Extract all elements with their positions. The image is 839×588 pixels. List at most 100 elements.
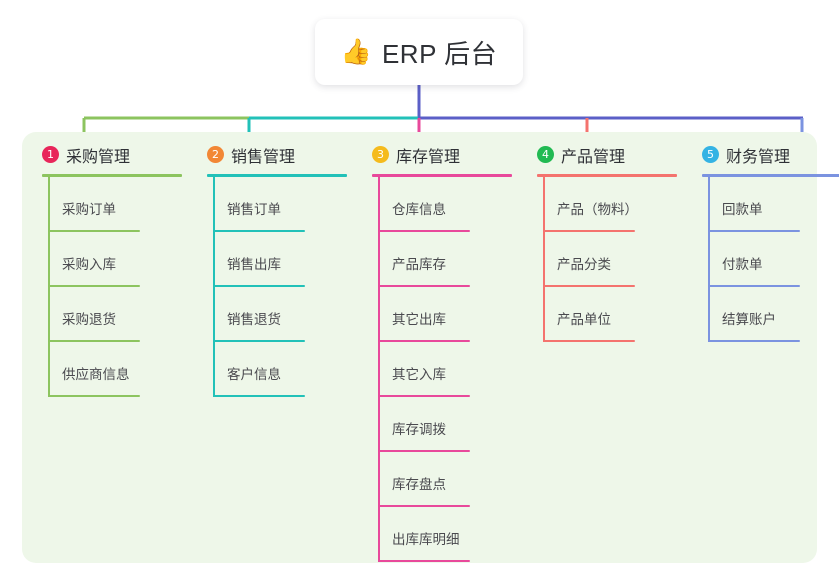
- leaf-item[interactable]: 供应商信息: [48, 342, 187, 397]
- column-header-rule-finance: [702, 174, 839, 177]
- leaf-rule: [213, 340, 305, 342]
- leaf-rule: [48, 395, 140, 397]
- leaf-item[interactable]: 采购退货: [48, 287, 187, 342]
- leaf-rule: [708, 230, 800, 232]
- leaf-item[interactable]: 仓库信息: [378, 177, 517, 232]
- leaf-label: 产品单位: [557, 311, 611, 327]
- leaf-list-sales: 销售订单销售出库销售退货客户信息: [203, 177, 352, 397]
- leaf-list-finance: 回款单付款单结算账户: [698, 177, 839, 342]
- column-badge-purchase: 1: [42, 146, 59, 163]
- leaf-rule: [213, 285, 305, 287]
- leaf-rule: [378, 230, 470, 232]
- column-header-rule-inventory: [372, 174, 512, 177]
- leaf-item[interactable]: 产品分类: [543, 232, 682, 287]
- leaf-list-purchase: 采购订单采购入库采购退货供应商信息: [38, 177, 187, 397]
- leaf-rule: [543, 285, 635, 287]
- leaf-spine-inventory: [378, 177, 380, 562]
- column-badge-sales: 2: [207, 146, 224, 163]
- column-title-finance: 财务管理: [726, 148, 791, 166]
- leaf-item[interactable]: 库存盘点: [378, 452, 517, 507]
- column-product: 4 产品管理产品（物料） 产品分类产品单位: [517, 132, 682, 563]
- leaf-label: 销售出库: [227, 256, 281, 272]
- column-title-inventory: 库存管理: [396, 148, 461, 166]
- column-title-purchase: 采购管理: [66, 148, 131, 166]
- leaf-label: 回款单: [722, 201, 763, 217]
- leaf-label: 产品库存: [392, 256, 446, 272]
- root-node[interactable]: 👍 ERP 后台: [315, 19, 523, 85]
- leaf-label: 采购退货: [62, 311, 116, 327]
- leaf-label: 其它出库: [392, 311, 446, 327]
- leaf-item[interactable]: 产品（物料）: [543, 177, 682, 232]
- leaf-rule: [48, 230, 140, 232]
- leaf-list-product: 产品（物料） 产品分类产品单位: [533, 177, 682, 342]
- column-finance: 5 财务管理回款单付款单结算账户: [682, 132, 839, 563]
- leaf-rule: [543, 340, 635, 342]
- leaf-item[interactable]: 库存调拨: [378, 397, 517, 452]
- leaf-rule: [378, 340, 470, 342]
- column-badge-finance: 5: [702, 146, 719, 163]
- leaf-label: 产品分类: [557, 256, 611, 272]
- leaf-rule: [543, 230, 635, 232]
- thumbs-up-icon: 👍: [340, 37, 372, 66]
- leaf-item[interactable]: 采购入库: [48, 232, 187, 287]
- leaf-spine-sales: [213, 177, 215, 397]
- leaf-label: 库存盘点: [392, 476, 446, 492]
- column-title-product: 产品管理: [561, 148, 626, 166]
- leaf-label: 销售退货: [227, 311, 281, 327]
- leaf-label: 库存调拨: [392, 421, 446, 437]
- column-header-finance[interactable]: 5 财务管理: [698, 132, 839, 177]
- leaf-label: 采购入库: [62, 256, 116, 272]
- leaf-rule: [708, 285, 800, 287]
- leaf-item[interactable]: 出库库明细: [378, 507, 517, 562]
- leaf-rule: [378, 395, 470, 397]
- column-header-rule-purchase: [42, 174, 182, 177]
- column-header-inventory[interactable]: 3 库存管理: [368, 132, 517, 177]
- leaf-item[interactable]: 回款单: [708, 177, 839, 232]
- column-header-purchase[interactable]: 1 采购管理: [38, 132, 187, 177]
- leaf-label: 采购订单: [62, 201, 116, 217]
- leaf-rule: [213, 230, 305, 232]
- leaf-item[interactable]: 销售退货: [213, 287, 352, 342]
- leaf-label: 出库库明细: [392, 531, 460, 547]
- leaf-label: 其它入库: [392, 366, 446, 382]
- leaf-rule: [378, 560, 470, 562]
- column-header-sales[interactable]: 2 销售管理: [203, 132, 352, 177]
- column-header-rule-sales: [207, 174, 347, 177]
- leaf-spine-finance: [708, 177, 710, 342]
- column-badge-product: 4: [537, 146, 554, 163]
- leaf-label: 付款单: [722, 256, 763, 272]
- leaf-item[interactable]: 客户信息: [213, 342, 352, 397]
- leaf-item[interactable]: 采购订单: [48, 177, 187, 232]
- leaf-item[interactable]: 销售出库: [213, 232, 352, 287]
- column-title-sales: 销售管理: [231, 148, 296, 166]
- leaf-item[interactable]: 结算账户: [708, 287, 839, 342]
- leaf-rule: [378, 505, 470, 507]
- leaf-item[interactable]: 其它出库: [378, 287, 517, 342]
- leaf-rule: [708, 340, 800, 342]
- leaf-label: 客户信息: [227, 366, 281, 382]
- leaf-item[interactable]: 付款单: [708, 232, 839, 287]
- leaf-item[interactable]: 产品库存: [378, 232, 517, 287]
- column-sales: 2 销售管理销售订单销售出库销售退货客户信息: [187, 132, 352, 563]
- leaf-list-inventory: 仓库信息产品库存其它出库其它入库库存调拨库存盘点出库库明细: [368, 177, 517, 562]
- leaf-spine-purchase: [48, 177, 50, 397]
- column-header-product[interactable]: 4 产品管理: [533, 132, 682, 177]
- leaf-item[interactable]: 其它入库: [378, 342, 517, 397]
- leaf-rule: [378, 450, 470, 452]
- column-header-rule-product: [537, 174, 677, 177]
- leaf-label: 销售订单: [227, 201, 281, 217]
- column-badge-inventory: 3: [372, 146, 389, 163]
- leaf-item[interactable]: 销售订单: [213, 177, 352, 232]
- leaf-rule: [48, 285, 140, 287]
- diagram-panel: [22, 132, 817, 563]
- leaf-spine-product: [543, 177, 545, 342]
- leaf-rule: [213, 395, 305, 397]
- leaf-rule: [378, 285, 470, 287]
- root-title: ERP 后台: [381, 38, 498, 69]
- leaf-label: 产品（物料）: [557, 201, 638, 217]
- leaf-item[interactable]: 产品单位: [543, 287, 682, 342]
- leaf-label: 仓库信息: [392, 201, 446, 217]
- column-container: 1 采购管理采购订单采购入库采购退货供应商信息 2 销售管理销售订单销售出库销售退货客…: [22, 132, 839, 563]
- leaf-label: 供应商信息: [62, 366, 130, 382]
